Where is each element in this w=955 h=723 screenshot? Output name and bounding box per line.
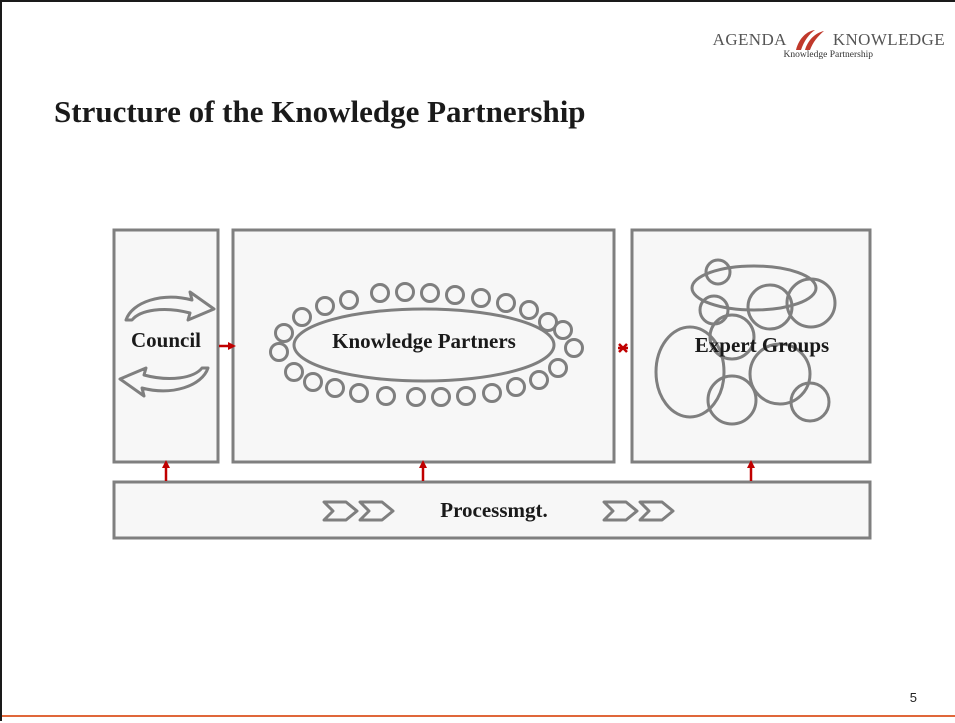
- partners-ellipse: [292, 307, 556, 383]
- page-number: 5: [909, 690, 917, 705]
- council-box: [112, 228, 220, 464]
- connector-arrows: [162, 342, 755, 481]
- brand-agenda-text: AGENDA: [712, 30, 787, 49]
- process-management-label: Processmgt.: [440, 498, 548, 522]
- slide-title: Structure of the Knowledge Partnership: [54, 94, 586, 129]
- brand-header: AGENDA KNOWLEDGE Knowledge Partnership: [713, 28, 945, 60]
- knowledge-partners-label: Knowledge Partners: [332, 329, 516, 353]
- expert-groups-label: Expert Groups: [695, 333, 829, 357]
- process-management-bar: [112, 480, 872, 540]
- partners-expert-link-marker: [618, 343, 628, 353]
- chevron-arrows-icon: [322, 500, 675, 522]
- brand-subtitle: Knowledge Partnership: [783, 50, 873, 60]
- cycle-arrows-icon: [118, 290, 216, 398]
- brand-knowledge-text: KNOWLEDGE: [832, 30, 945, 49]
- expert-group-circles: [654, 258, 837, 426]
- footer-divider: [2, 715, 955, 717]
- partner-circles: [269, 282, 584, 407]
- council-label: Council: [131, 328, 201, 352]
- swoosh-logo-icon: [795, 30, 824, 50]
